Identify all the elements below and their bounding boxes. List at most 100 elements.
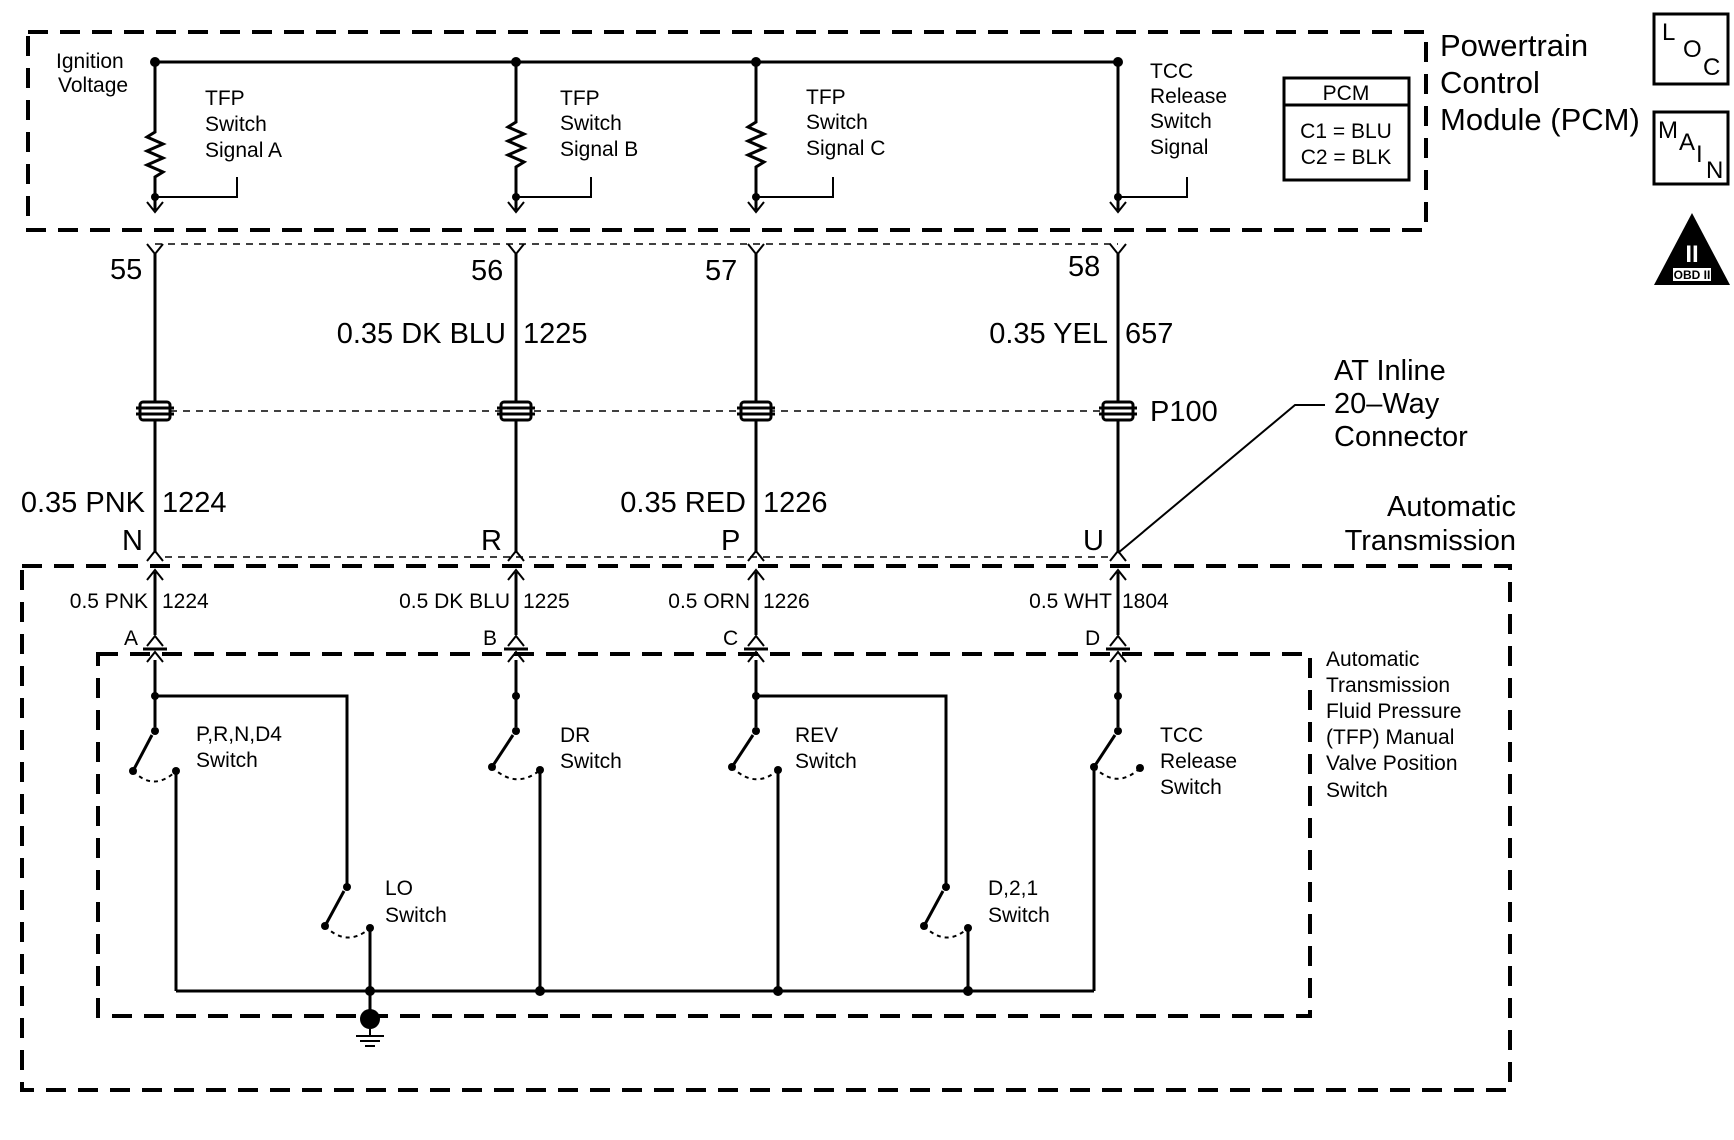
main-icon-letter: A [1679,129,1695,156]
switch-label-line: TCC [1160,724,1203,747]
signal-label-line: TCC [1150,60,1193,83]
signal-label-line: Switch [205,113,267,136]
legend-row: C2 = BLK [1301,146,1391,169]
switch-label-line: Switch [1160,776,1222,799]
obd-ii-icon: II OBD II [1654,213,1730,285]
internal-pin-letter: C [723,627,738,650]
internal-pin-letter: A [124,627,138,650]
internal-wire-top-arrows [146,568,1127,581]
upper-wire-labels: 0.35 DK BLU 1225 0.35 YEL 657 [337,318,1174,350]
tfp-signal-b-label: TFP Switch Signal B [560,87,638,161]
switch-label-line: LO [385,877,413,900]
inline-connector-p100 [134,400,1139,422]
lo-switch [321,883,374,939]
transmission-pin-letter: P [721,525,740,557]
prnd4-switch [129,727,180,783]
tcc-release-signal-label: TCC Release Switch Signal [1150,60,1227,159]
switch-assembly-label-line: (TFP) Manual [1326,726,1454,749]
prnd4-switch-label: P,R,N,D4 Switch [196,723,282,772]
wire-circuit-label: 1224 [162,487,227,519]
pcm-title-line: Control [1440,65,1540,100]
tfp-switch-assembly-label: Automatic Transmission Fluid Pressure (T… [1326,648,1461,802]
internal-wires [153,572,1120,635]
pcm-pin-number: 55 [110,254,142,286]
pcm-pin-arrows [146,201,1127,214]
obd-ii-numeral: II [1685,241,1698,268]
signal-label-line: Switch [1150,110,1212,133]
main-icon-letter: M [1658,117,1678,144]
internal-pin-letter: D [1085,627,1100,650]
tfp-signal-c-label: TFP Switch Signal C [806,86,885,160]
wire-color-label: 0.5 WHT [1029,590,1112,613]
automatic-transmission-box [20,564,1512,1092]
wire-circuit-label: 1226 [763,590,810,613]
switch-label-line: Switch [988,904,1050,927]
wire-circuit-label: 1225 [523,590,570,613]
wire-circuit-label: 1225 [523,318,588,350]
wire-color-label: 0.5 DK BLU [399,590,510,613]
wire-color-label: 0.5 PNK [70,590,148,613]
signal-label-line: Signal A [205,139,282,162]
automatic-transmission-title: Automatic Transmission [1345,491,1516,557]
transmission-connector-pins [146,549,1127,562]
transmission-title-line: Automatic [1387,491,1516,523]
signal-label-line: Signal [1150,136,1208,159]
pcm-connector-legend: PCM C1 = BLU C2 = BLK [1282,76,1411,182]
dr-switch-label: DR Switch [560,724,622,773]
d21-switch-label: D,2,1 Switch [988,877,1050,927]
connector-leader-line [1117,404,1325,554]
wire-circuit-label: 657 [1125,318,1173,350]
wire-circuit-label: 1224 [162,590,209,613]
tfp-switch-assembly-box [96,652,1312,1018]
connector-name-line: 20–Way [1334,388,1440,420]
obd-ii-label: OBD II [1674,268,1711,282]
signal-label-line: TFP [560,87,600,110]
pull-up-resistor-a [145,62,165,210]
signal-label-line: Signal B [560,138,638,161]
rev-switch-label: REV Switch [795,724,857,773]
rev-switch [728,727,782,781]
internal-wire-labels: 0.5 PNK 1224 0.5 DK BLU 1225 0.5 ORN 122… [70,590,1169,613]
switch-label-line: DR [560,724,590,747]
signal-label-line: TFP [806,86,846,109]
transmission-pin-letters: N R P U [122,525,1104,557]
legend-header: PCM [1323,82,1370,105]
pcm-connector-pins [146,243,1127,256]
signal-label-line: TFP [205,87,245,110]
wire-color-label: 0.35 PNK [21,487,146,519]
connector-name-label: AT Inline 20–Way Connector [1334,355,1468,453]
signal-label-line: Release [1150,85,1227,108]
pcm-pin-number: 57 [705,255,737,287]
signal-label-line: Switch [560,112,622,135]
switch-assembly-label-line: Automatic [1326,648,1419,671]
connector-name-line: Connector [1334,421,1468,453]
switch-label-line: P,R,N,D4 [196,723,282,746]
ground-icon [356,1009,384,1047]
switch-assembly-connector [143,634,1130,663]
pcm-pin-number: 58 [1068,251,1100,283]
loc-icon-letter: O [1683,36,1702,63]
wire-color-label: 0.35 DK BLU [337,318,506,350]
internal-pin-letter: B [483,627,497,650]
tcc-release-switch-label: TCC Release Switch [1160,724,1237,799]
switch-assembly-label-line: Fluid Pressure [1326,700,1461,723]
switch-assembly-label-line: Transmission [1326,674,1450,697]
loc-icon: L O C [1652,12,1730,86]
switch-assembly-label-line: Valve Position [1326,752,1458,775]
switch-assembly-label-line: Switch [1326,779,1388,802]
pcm-title-line: Module (PCM) [1440,102,1640,137]
signal-label-line: Switch [806,111,868,134]
switch-label-line: Release [1160,750,1237,773]
pcm-pin-numbers: 55 56 57 58 [110,251,1100,287]
wire-circuit-label: 1804 [1122,590,1169,613]
switch-label-line: Switch [196,749,258,772]
loc-icon-letter: L [1662,19,1675,46]
main-icon: M A I N [1652,110,1730,186]
ignition-voltage-label-line: Voltage [58,74,128,97]
pull-up-resistor-c [746,62,766,210]
ignition-voltage-label: Ignition Voltage [56,50,128,97]
lower-wire-labels: 0.35 PNK 1224 0.35 RED 1226 [21,487,828,519]
main-icon-letter: N [1706,157,1723,184]
d21-switch [920,883,972,939]
